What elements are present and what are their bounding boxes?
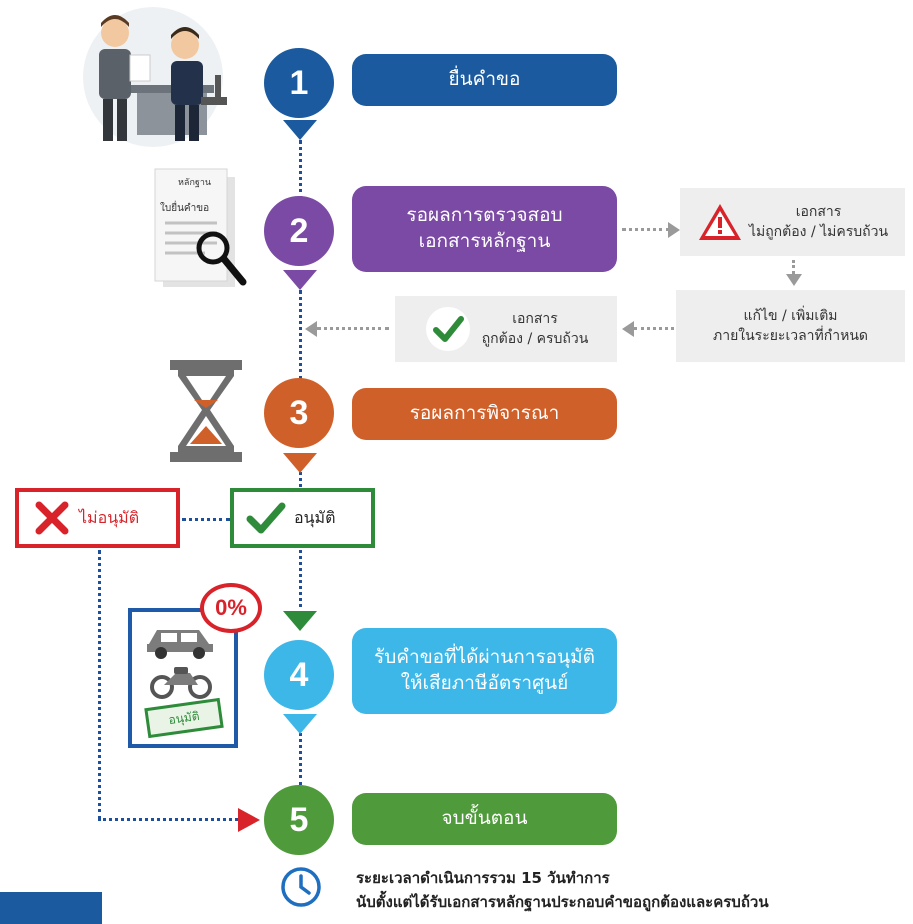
step-5-number: 5 [289,800,309,839]
step-2-label-line2: เอกสารหลักฐาน [418,230,551,252]
zero-percent-badge: 0% [200,583,262,633]
x-icon [35,501,69,535]
document-icon [154,168,235,287]
step-5-label: จบขั้นตอน [441,807,528,830]
check-icon [246,502,286,534]
fix-docs-box: แก้ไข / เพิ่มเติม ภายในระยะเวลาที่กำหนด [676,290,905,362]
step-3-circle: 3 [264,378,334,448]
step-4-label-line1: รับคำขอที่ได้ผ่านการอนุมัติ [374,646,595,669]
people-meeting-icon [83,7,227,147]
step-1-circle: 1 [264,48,334,118]
step-3-label: รอผลการพิจารณา [409,402,560,425]
arrow-right-icon [238,808,260,832]
fix-docs-line1: แก้ไข / เพิ่มเติม [743,307,838,324]
arrow-left-icon [305,321,317,337]
reject-connector-vertical [98,550,101,820]
incomplete-docs-line1: เอกสาร [795,203,842,220]
step-2-label-box: รอผลการตรวจสอบ เอกสารหลักฐาน [352,186,617,272]
incomplete-docs-box: เอกสาร ไม่ถูกต้อง / ไม่ครบถ้วน [680,188,905,256]
document-title-2: ใบยื่นคำขอ [160,203,210,214]
warning-icon [698,204,741,240]
stamp-label: อนุมัติ [167,708,201,727]
dotted-arrow-down [792,260,795,274]
step-1-label: ยื่นคำขอ [448,68,521,91]
reject-connector-horizontal [98,818,238,821]
main-connector-2 [299,290,302,380]
complete-docs-line1: เอกสาร [512,310,558,327]
main-connector-4 [299,720,302,785]
arrow-down-icon [283,453,317,473]
main-connector-1 [299,140,302,200]
duration-note-line2: นับตั้งแต่ได้รับเอกสารหลักฐานประกอบคำขอถ… [356,893,769,911]
step-2-label-line1: รอผลการตรวจสอบ [406,204,563,227]
step-1-label-box: ยื่นคำขอ [352,54,617,106]
corner-tab [0,892,102,924]
step-1-number: 1 [289,63,309,102]
arrow-down-small-icon [786,274,802,286]
step-3-number: 3 [289,393,309,432]
dotted-arrow-right [622,228,670,231]
step-2-circle: 2 [264,196,334,266]
step-5-circle: 5 [264,785,334,855]
arrow-down-icon [283,611,317,631]
arrow-right-icon [668,222,680,238]
step-4-label-box: รับคำขอที่ได้ผ่านการอนุมัติ ให้เสียภาษีอ… [352,628,617,714]
magnifier-icon [196,231,247,286]
reject-box: ไม่อนุมัติ [15,488,180,548]
step-4-number: 4 [289,655,309,694]
document-title-1: หลักฐาน [178,178,212,188]
reject-label: ไม่อนุมัติ [79,507,140,527]
step-4-circle: 4 [264,640,334,710]
approve-box: อนุมัติ [230,488,375,548]
approve-label: อนุมัติ [294,507,336,527]
incomplete-docs-line2: ไม่ถูกต้อง / ไม่ครบถ้วน [748,224,889,240]
duration-note-line1: ระยะเวลาดำเนินการรวม 15 วันทำการ [356,869,610,887]
clock-icon [281,867,321,907]
motorcycle-icon [150,667,212,699]
step-5-label-box: จบขั้นตอน [352,793,617,845]
hourglass-icon [170,360,242,462]
dotted-arrow-left [317,327,389,330]
check-icon [425,307,470,351]
arrow-down-icon [283,714,317,734]
zero-percent-text: 0% [215,595,247,620]
dotted-arrow-left [634,327,674,330]
step-4-label-line2: ให้เสียภาษีอัตราศูนย์ [400,672,569,694]
complete-docs-box: เอกสาร ถูกต้อง / ครบถ้วน [395,296,617,362]
complete-docs-line2: ถูกต้อง / ครบถ้วน [481,331,589,347]
arrow-down-icon [283,120,317,140]
step-3-label-box: รอผลการพิจารณา [352,388,617,440]
fix-docs-line2: ภายในระยะเวลาที่กำหนด [712,328,868,344]
step-2-number: 2 [289,211,309,250]
car-icon [147,630,213,659]
decision-connector [182,518,230,521]
arrow-down-icon [283,270,317,290]
arrow-left-icon [622,321,634,337]
